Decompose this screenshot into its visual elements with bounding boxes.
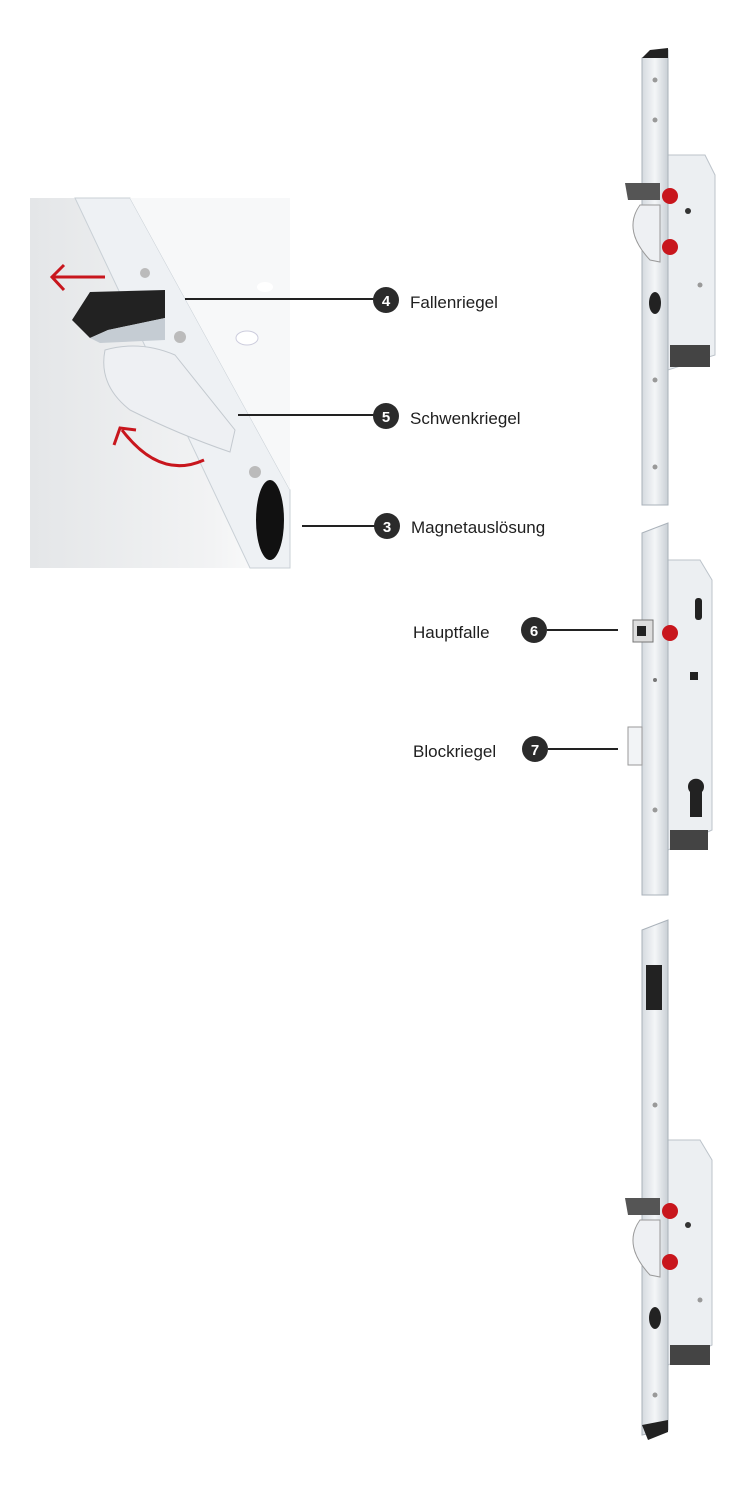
number-badge bbox=[373, 287, 399, 313]
number-badge bbox=[522, 736, 548, 762]
callout-magnetausloesung: 3 Magnetauslösung bbox=[302, 513, 545, 539]
badge-number: 4 bbox=[382, 293, 391, 310]
callout-blockriegel: Blockriegel 7 bbox=[413, 736, 618, 762]
badge-number: 6 bbox=[530, 623, 538, 640]
callout-schwenkriegel: 5 Schwenkriegel bbox=[238, 403, 521, 429]
latch-bolt bbox=[72, 290, 165, 343]
magnet-release-slot bbox=[256, 480, 284, 560]
red-marker-dot bbox=[662, 625, 678, 641]
rotate-arrow-icon bbox=[112, 426, 205, 468]
arrow-left-icon bbox=[49, 263, 105, 292]
callout-label: Magnetauslösung bbox=[411, 518, 545, 537]
detail-photo bbox=[30, 197, 291, 569]
number-badge bbox=[374, 513, 400, 539]
main-lock bbox=[627, 522, 713, 896]
number-badge bbox=[373, 403, 399, 429]
swing-bolt bbox=[103, 345, 236, 453]
number-badge bbox=[521, 617, 547, 643]
callout-label: Schwenkriegel bbox=[410, 409, 521, 428]
badge-number: 5 bbox=[382, 409, 390, 426]
callout-label: Fallenriegel bbox=[410, 293, 498, 312]
callout-label: Blockriegel bbox=[413, 742, 496, 761]
deadbolt-block bbox=[627, 726, 643, 766]
badge-number: 3 bbox=[383, 519, 391, 536]
red-marker-dot bbox=[662, 1203, 678, 1219]
callout-hauptfalle: Hauptfalle 6 bbox=[413, 617, 618, 643]
callout-label: Hauptfalle bbox=[413, 623, 490, 642]
red-marker-dot bbox=[662, 239, 678, 255]
red-marker-dot bbox=[662, 1254, 678, 1270]
bottom-auxiliary-lock bbox=[625, 919, 713, 1440]
callout-fallenriegel: 4 Fallenriegel bbox=[185, 287, 498, 313]
badge-number: 7 bbox=[531, 742, 539, 759]
red-marker-dot bbox=[662, 188, 678, 204]
top-auxiliary-lock bbox=[625, 48, 716, 506]
